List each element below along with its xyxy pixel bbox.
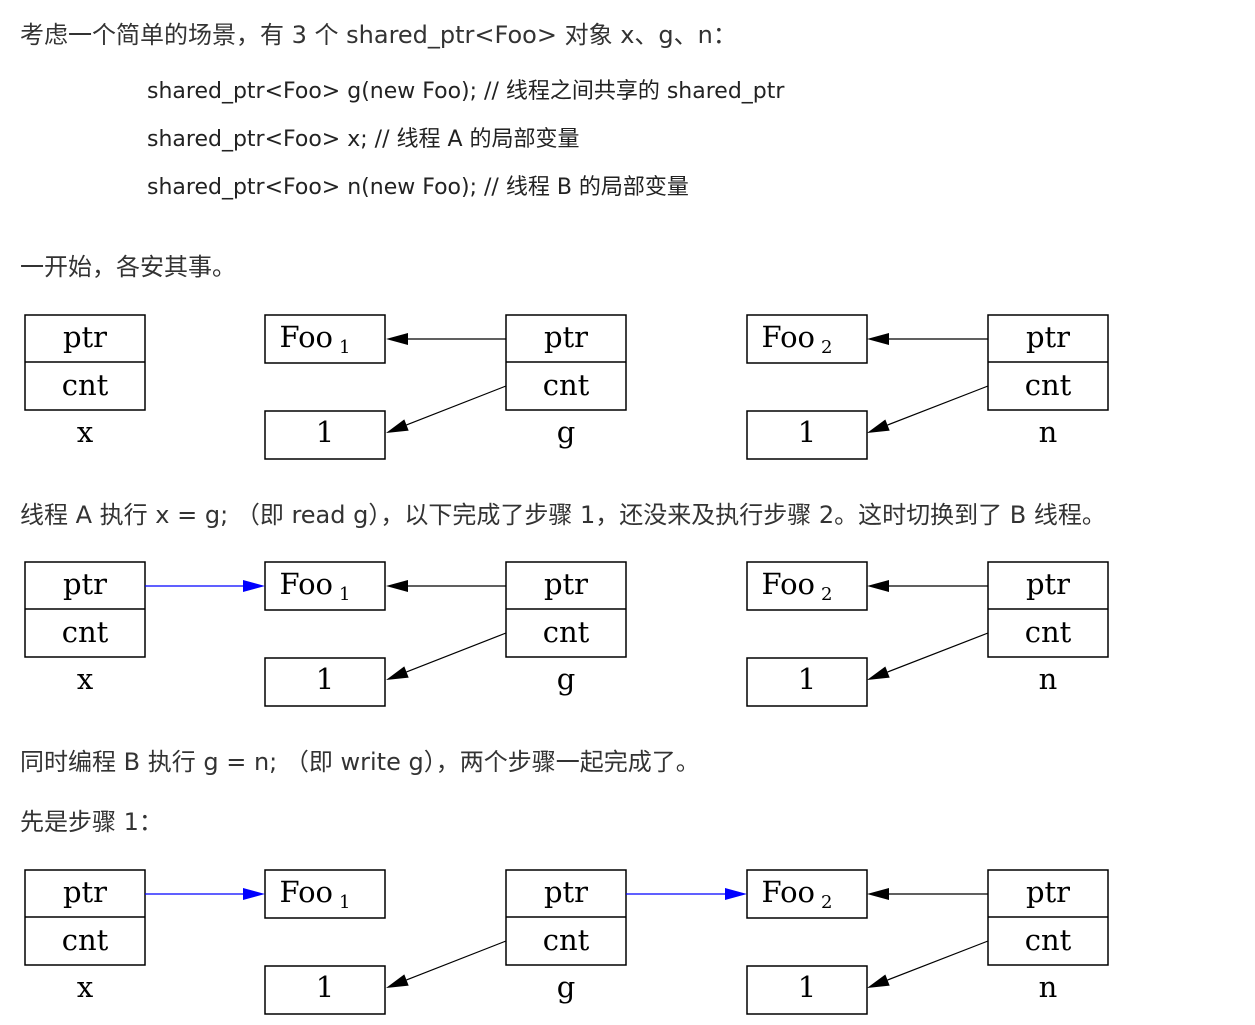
arrow-g-ptr-to-foo1	[386, 580, 506, 592]
arrow-g-cnt-to-count1	[386, 940, 507, 988]
code-line-x: shared_ptr<Foo> x; // 线程 A 的局部变量	[147, 127, 580, 152]
arrow-x-ptr-to-foo1	[145, 580, 265, 592]
arrow-n-cnt-to-count2	[867, 632, 989, 680]
cnt-field-label: cnt	[62, 923, 109, 957]
variable-name-g: g	[557, 415, 576, 449]
cnt-field-label: cnt	[62, 615, 109, 649]
shared-ptr-n: ptr cnt n	[987, 869, 1109, 1004]
ptr-field-label: ptr	[544, 567, 588, 601]
ptr-field-label: ptr	[1026, 875, 1070, 909]
shared-ptr-g: ptr cnt g	[505, 869, 627, 1004]
ref-count-value: 1	[316, 662, 334, 696]
ref-count-value: 1	[798, 970, 816, 1004]
shared-ptr-x: ptr cnt x	[24, 869, 146, 1004]
arrow-g-cnt-to-count1	[386, 632, 507, 680]
cnt-field-label: cnt	[543, 923, 590, 957]
shared-ptr-n: ptr cnt n	[987, 314, 1109, 449]
ptr-field-label: ptr	[1026, 567, 1070, 601]
variable-name-g: g	[557, 662, 576, 696]
cnt-field-label: cnt	[543, 368, 590, 402]
ref-count-value: 1	[316, 415, 334, 449]
cnt-field-label: cnt	[543, 615, 590, 649]
variable-name-n: n	[1039, 415, 1058, 449]
cnt-field-label: cnt	[62, 368, 109, 402]
ref-count-value: 1	[798, 662, 816, 696]
shared-ptr-n: ptr cnt n	[987, 561, 1109, 696]
cnt-field-label: cnt	[1025, 615, 1072, 649]
ref-count-value: 1	[798, 415, 816, 449]
cnt-field-label: cnt	[1025, 368, 1072, 402]
shared-ptr-g: ptr cnt g	[505, 561, 627, 696]
arrow-g-ptr-to-foo1	[386, 333, 506, 345]
ref-count-foo2: 1	[746, 657, 868, 707]
arrow-n-ptr-to-foo2	[867, 580, 988, 592]
shared-ptr-g: ptr cnt g	[505, 314, 627, 449]
variable-name-x: x	[77, 970, 93, 1004]
code-line-n: shared_ptr<Foo> n(new Foo); // 线程 B 的局部变…	[147, 175, 689, 200]
arrow-n-cnt-to-count2	[867, 385, 989, 433]
ptr-field-label: ptr	[63, 567, 107, 601]
shared-ptr-x: ptr cnt x	[24, 314, 146, 449]
ptr-field-label: ptr	[63, 320, 107, 354]
ref-count-value: 1	[316, 970, 334, 1004]
arrow-n-cnt-to-count2	[867, 940, 989, 988]
intro-text: 考虑一个简单的场景，有 3 个 shared_ptr<Foo> 对象 x、g、n…	[20, 21, 737, 49]
start-text: 一开始，各安其事。	[20, 253, 236, 281]
variable-name-n: n	[1039, 662, 1058, 696]
step-b-text: 同时编程 B 执行 g = n; （即 write g），两个步骤一起完成了。	[20, 748, 700, 776]
arrow-g-ptr-to-foo2	[626, 888, 747, 900]
ref-count-foo2: 1	[746, 410, 868, 460]
ref-count-foo1: 1	[264, 410, 386, 460]
ptr-field-label: ptr	[1026, 320, 1070, 354]
variable-name-n: n	[1039, 970, 1058, 1004]
variable-name-g: g	[557, 970, 576, 1004]
variable-name-x: x	[77, 662, 93, 696]
ref-count-foo1: 1	[264, 965, 386, 1015]
ptr-field-label: ptr	[544, 320, 588, 354]
arrow-g-cnt-to-count1	[386, 385, 507, 433]
arrow-n-ptr-to-foo2	[867, 333, 988, 345]
variable-name-x: x	[77, 415, 93, 449]
step-a-text: 线程 A 执行 x = g; （即 read g），以下完成了步骤 1，还没来及…	[20, 501, 1106, 529]
ref-count-foo2: 1	[746, 965, 868, 1015]
ptr-field-label: ptr	[544, 875, 588, 909]
code-line-g: shared_ptr<Foo> g(new Foo); // 线程之间共享的 s…	[147, 79, 785, 104]
arrow-x-ptr-to-foo1	[145, 888, 265, 900]
ptr-field-label: ptr	[63, 875, 107, 909]
ref-count-foo1: 1	[264, 657, 386, 707]
shared-ptr-x: ptr cnt x	[24, 561, 146, 696]
step1-text: 先是步骤 1：	[20, 808, 163, 836]
cnt-field-label: cnt	[1025, 923, 1072, 957]
arrow-n-ptr-to-foo2	[867, 888, 988, 900]
